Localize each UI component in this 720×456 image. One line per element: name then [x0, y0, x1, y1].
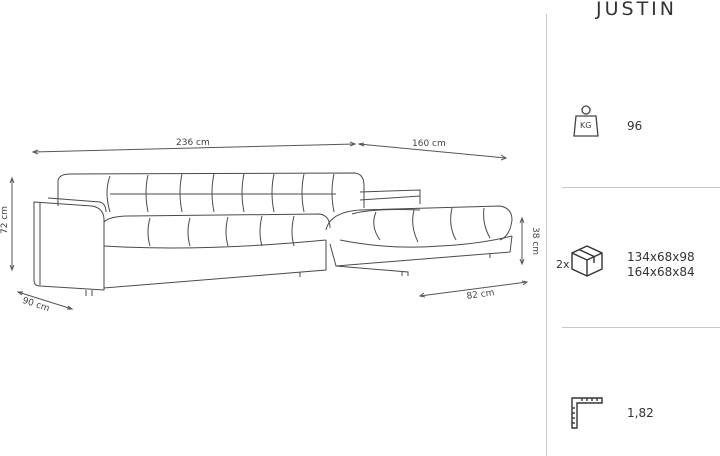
vertical-divider — [546, 14, 547, 456]
weight-icon-text: KG — [580, 121, 592, 130]
dim-width-main: 236 cm — [176, 138, 210, 148]
volume-value: 1,82 — [627, 406, 654, 420]
kg-weight-icon — [573, 105, 599, 137]
dim-height: 72 cm — [0, 205, 10, 234]
dimension-lines — [9, 141, 529, 310]
packages-count: 2x — [556, 258, 570, 271]
product-title: JUSTIN — [596, 0, 677, 20]
divider-2 — [562, 327, 720, 328]
package-size-2: 164x68x84 — [627, 265, 695, 279]
divider-1 — [562, 187, 720, 188]
weight-value: 96 — [627, 119, 643, 133]
package-size-1: 134x68x98 — [627, 250, 695, 264]
volume-square-icon — [571, 397, 603, 429]
sofa-technical-drawing — [9, 141, 529, 310]
dim-width-chaise: 160 cm — [412, 139, 446, 149]
dim-seat-height: 38 cm — [530, 227, 540, 256]
box-package-icon — [571, 245, 603, 277]
sofa-outline — [33, 172, 513, 296]
